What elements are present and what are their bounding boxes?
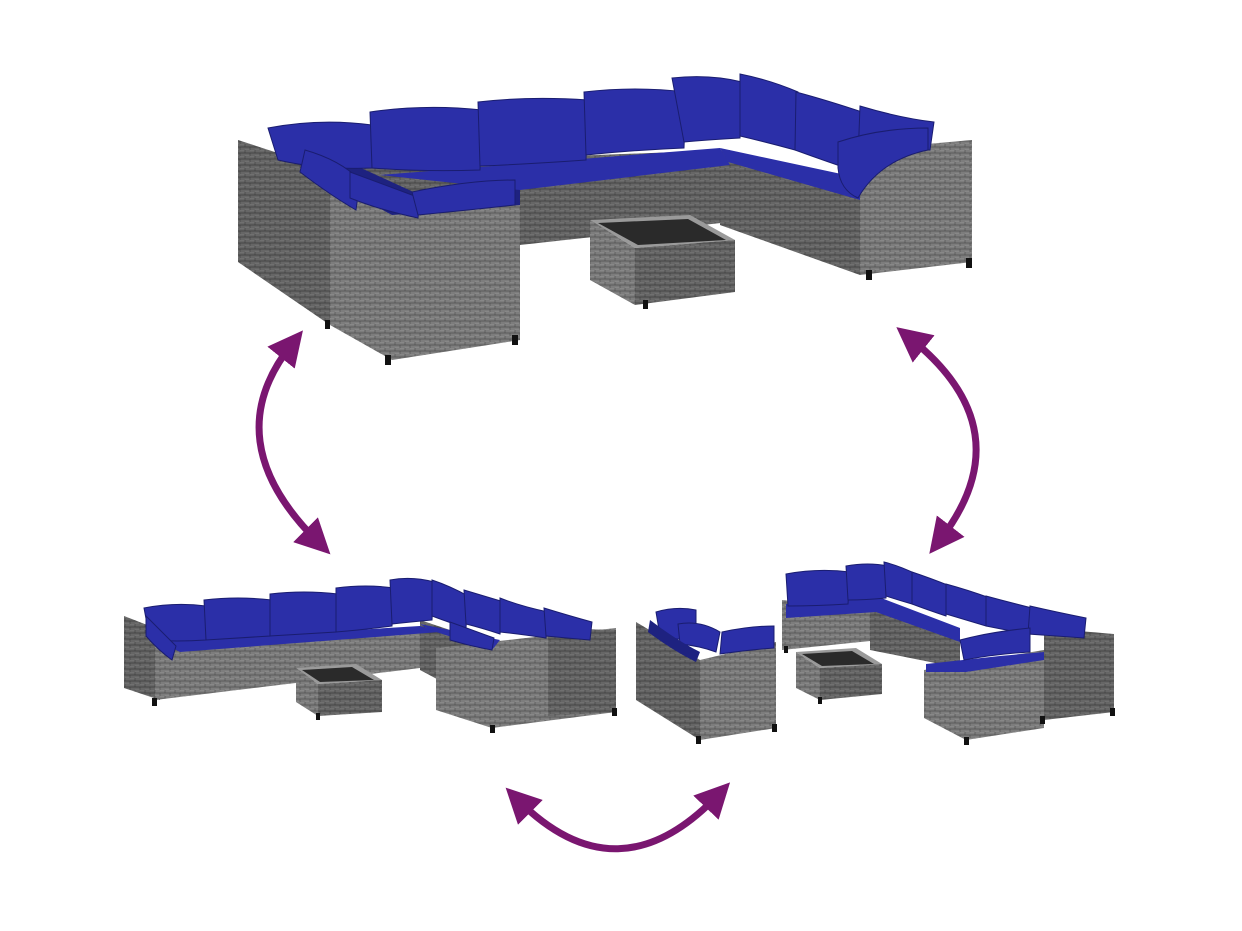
rattan-right-block <box>860 140 972 275</box>
coffee-table-bl <box>296 664 382 716</box>
legs-top <box>325 258 972 365</box>
back-cushions-top <box>267 73 935 219</box>
curved-double-arrow-icon <box>505 782 731 853</box>
corner-chair <box>636 607 777 744</box>
seat-cushion-bl <box>160 626 440 652</box>
curved-double-arrow-icon <box>896 327 980 554</box>
coffee-table-top <box>590 215 735 305</box>
seat-cushion-back <box>380 148 730 190</box>
sofa-set-full <box>238 73 972 365</box>
rattan-bl-right-end <box>548 628 616 716</box>
back-cushions-bl <box>143 577 593 661</box>
back-cushions-br <box>785 561 1087 661</box>
rattan-right-row <box>720 150 860 275</box>
seat-cushion-br <box>786 596 960 642</box>
rattan-base-left-front <box>330 170 392 360</box>
seat-cushion-right <box>720 148 860 200</box>
rattan-block-front-left <box>392 200 520 360</box>
rattan-br-middle <box>870 606 960 668</box>
coffee-table-br <box>796 648 882 700</box>
seat-cushion-br-front <box>926 652 1044 672</box>
rattan-base-left <box>238 140 330 325</box>
rattan-br-front <box>924 650 1044 740</box>
sofa-set-variant-left <box>124 577 617 733</box>
legs-bl <box>152 698 617 733</box>
rattan-br-right <box>1044 628 1114 720</box>
legs-br <box>784 646 1115 745</box>
curved-double-arrow-icon <box>255 330 331 555</box>
sofa-set-variant-right <box>636 561 1115 745</box>
